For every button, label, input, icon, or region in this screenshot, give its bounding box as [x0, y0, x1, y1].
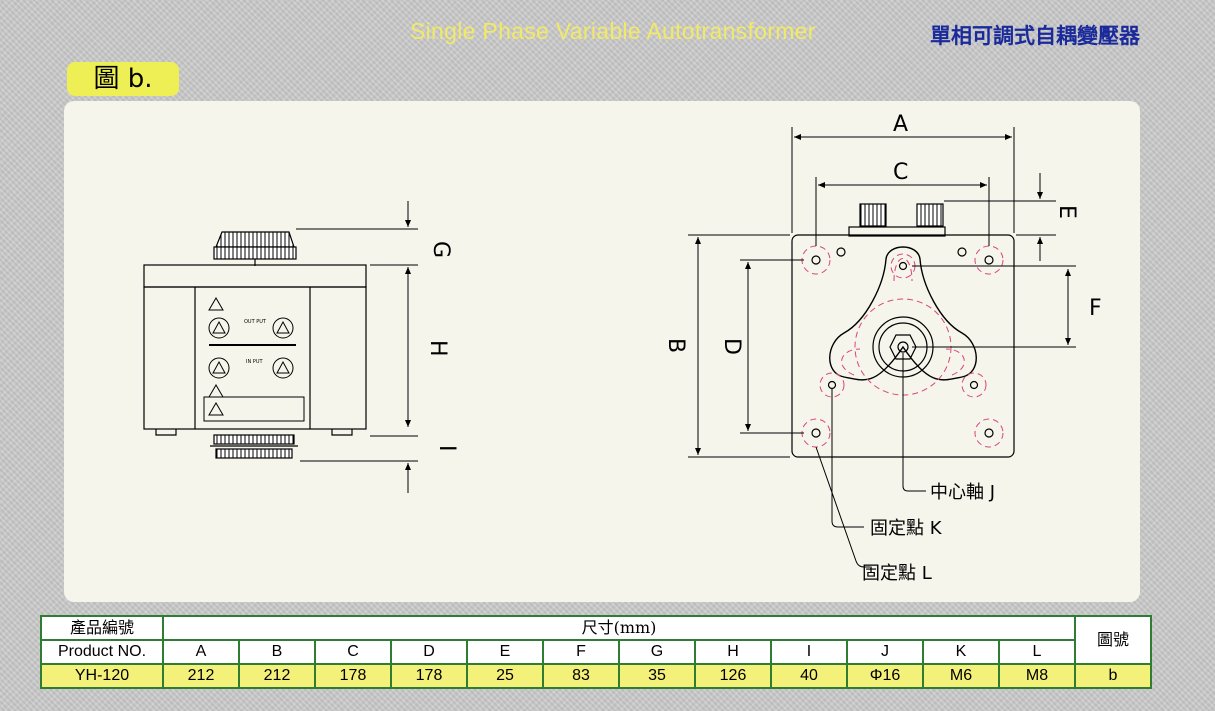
top-dims: [688, 127, 1076, 568]
col-header-f: F: [542, 639, 620, 665]
cell-j: Φ16: [846, 663, 924, 689]
dim-d: D: [719, 338, 744, 355]
dims-header: 尺寸(mm): [162, 615, 1076, 641]
dim-c: C: [893, 160, 908, 185]
col-header-d: D: [390, 639, 468, 665]
front-view: OUT PUT IN PUT: [143, 231, 367, 459]
front-dims: [296, 201, 418, 493]
dim-a: A: [893, 112, 908, 137]
spec-table: 產品編號 尺寸(mm) 圖號 Product NO. A B C D E F G…: [40, 615, 1152, 689]
product-label-en: Product NO.: [40, 639, 164, 665]
table-row: YH-120 212 212 178 178 25 83 35 126 40 Φ…: [40, 663, 1152, 689]
dim-g: G: [428, 241, 453, 258]
dim-b: B: [663, 338, 688, 353]
dim-h: H: [425, 340, 450, 357]
col-header-l: L: [998, 639, 1076, 665]
cell-h: 126: [694, 663, 772, 689]
svg-text:OUT PUT: OUT PUT: [244, 319, 267, 325]
col-header-g: G: [618, 639, 696, 665]
product-label-zh: 產品編號: [40, 615, 164, 641]
col-header-h: H: [694, 639, 772, 665]
col-header-c: C: [314, 639, 392, 665]
col-header-a: A: [162, 639, 240, 665]
header-title-zh: 單相可調式自耦變壓器: [930, 24, 1140, 48]
dim-i: I: [434, 445, 459, 452]
knob: [215, 231, 295, 248]
cell-l: M8: [998, 663, 1076, 689]
cell-f: 83: [542, 663, 620, 689]
fig-no-header: 圖號: [1074, 615, 1152, 665]
callout-fix-point-k: 固定點 K: [870, 518, 943, 539]
col-header-e: E: [466, 639, 544, 665]
cell-k: M6: [922, 663, 1000, 689]
col-header-k: K: [922, 639, 1000, 665]
figure-label: 圖 b.: [67, 62, 179, 96]
svg-text:IN PUT: IN PUT: [246, 359, 263, 365]
technical-drawing: OUT PUT IN PUT G H I: [143, 112, 1102, 584]
cell-g: 35: [618, 663, 696, 689]
callout-fix-point-l: 固定點 L: [862, 563, 932, 584]
dim-f: F: [1089, 296, 1102, 321]
cell-c: 178: [314, 663, 392, 689]
cell-e: 25: [466, 663, 544, 689]
drawing-panel: OUT PUT IN PUT G H I: [64, 101, 1140, 602]
cell-b: 212: [238, 663, 316, 689]
col-header-j: J: [846, 639, 924, 665]
dim-e: E: [1054, 205, 1079, 219]
header-title-en: Single Phase Variable Autotransformer: [410, 18, 816, 44]
cell-d: 178: [390, 663, 468, 689]
callout-center-shaft: 中心軸 J: [930, 482, 995, 503]
col-header-b: B: [238, 639, 316, 665]
cell-a: 212: [162, 663, 240, 689]
col-header-i: I: [770, 639, 848, 665]
cell-fig: b: [1074, 663, 1152, 689]
cell-i: 40: [770, 663, 848, 689]
cell-product: YH-120: [40, 663, 164, 689]
